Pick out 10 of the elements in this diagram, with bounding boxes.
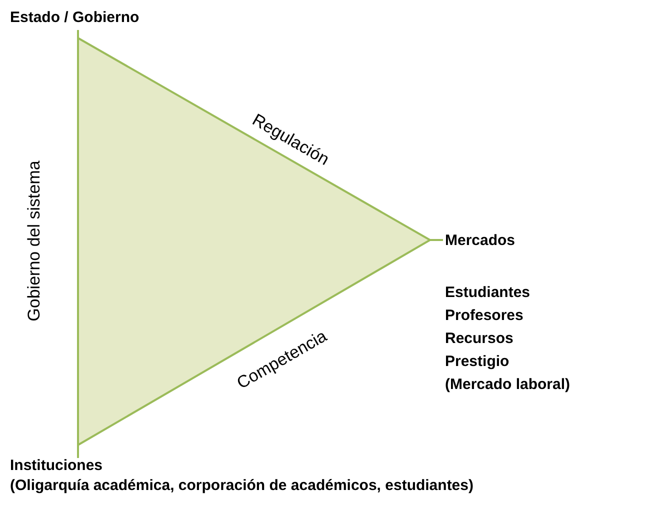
edge-label: Gobierno del sistema <box>24 160 44 322</box>
list-item: Prestigio <box>445 352 510 372</box>
list-item: Profesores <box>445 306 524 326</box>
vertex-text: Estado / Gobierno <box>10 8 140 28</box>
list-item: Estudiantes <box>445 283 532 303</box>
vertex-text: Mercados <box>445 231 516 251</box>
vertex-text: (Oligarquía académica, corporación de académicos, estudiantes) <box>10 476 474 496</box>
vertex-text: Instituciones <box>10 456 104 476</box>
list-item: (Mercado laboral) <box>445 375 570 395</box>
list-item: Recursos <box>445 329 514 349</box>
